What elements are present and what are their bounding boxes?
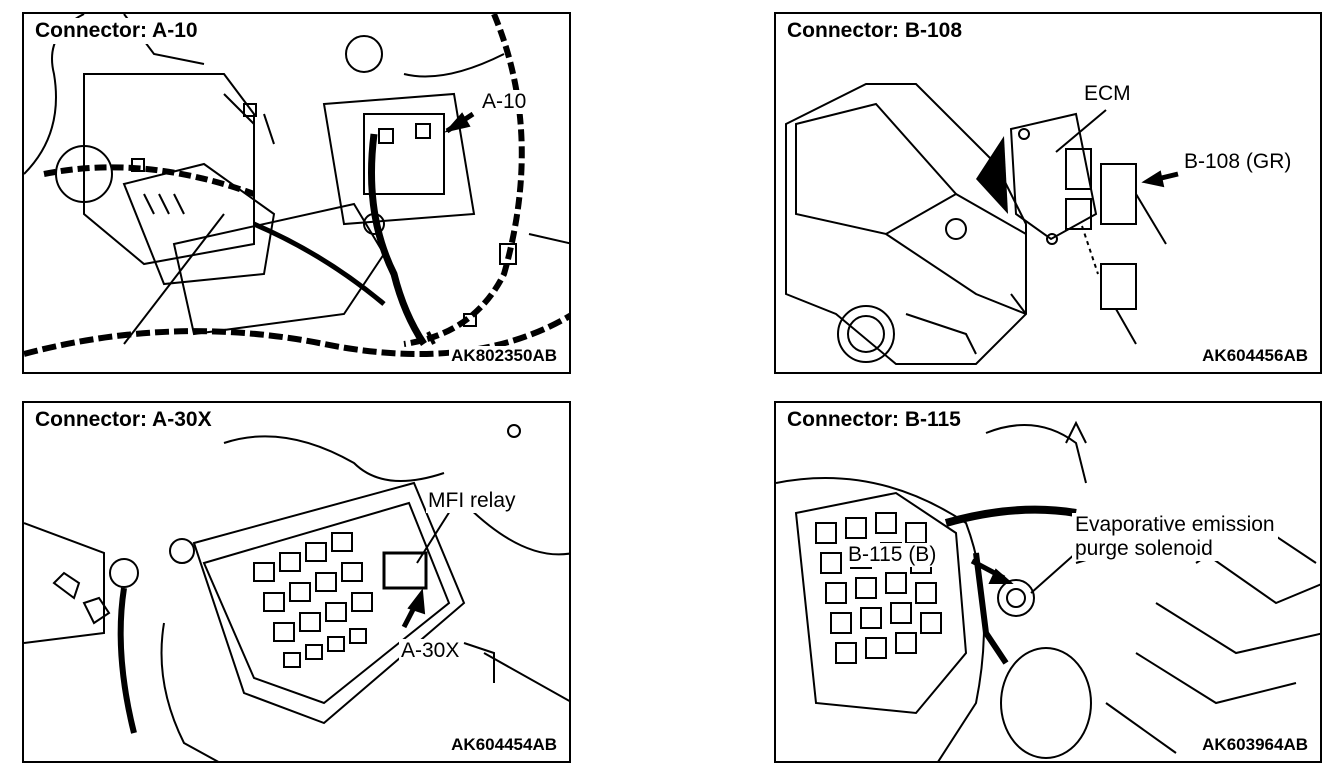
figure-code: AK604454AB: [449, 735, 559, 755]
panel-connector-b108: Connector: B-108 ECM B-108 (GR) AK604456…: [774, 12, 1322, 374]
panel-connector-a30x: Connector: A-30X MFI relay A-30X AK60445…: [22, 401, 571, 763]
panel-connector-b115: Connector: B-115 Evaporative emission pu…: [774, 401, 1322, 763]
connector-callout: A-30X: [399, 639, 462, 663]
panel-title: Connector: A-30X: [32, 407, 215, 433]
panel-connector-a10: Connector: A-10 A-10 AK802350AB: [22, 12, 571, 374]
engine-bay-illustration-a10: [24, 14, 569, 357]
relay-box-illustration: [24, 424, 569, 761]
figure-code: AK604456AB: [1200, 346, 1310, 366]
solenoid-callout-line2: purge solenoid: [1075, 537, 1213, 560]
panel-title: Connector: B-108: [784, 18, 966, 44]
panel-title: Connector: B-115: [784, 407, 964, 433]
connector-callout: B-115 (B): [846, 543, 939, 567]
connector-callout: B-108 (GR): [1182, 150, 1294, 174]
panel-title: Connector: A-10: [32, 18, 201, 44]
ecm-callout: ECM: [1082, 82, 1133, 106]
solenoid-callout-line1: Evaporative emission: [1075, 513, 1275, 536]
relay-callout: MFI relay: [426, 489, 518, 513]
figure-code: AK603964AB: [1200, 735, 1310, 755]
intake-manifold-illustration: [776, 420, 1320, 761]
figure-code: AK802350AB: [449, 346, 559, 366]
vehicle-ecm-illustration: [785, 83, 1179, 365]
solenoid-callout: Evaporative emission purge solenoid: [1072, 513, 1278, 561]
connector-callout: A-10: [480, 90, 529, 114]
